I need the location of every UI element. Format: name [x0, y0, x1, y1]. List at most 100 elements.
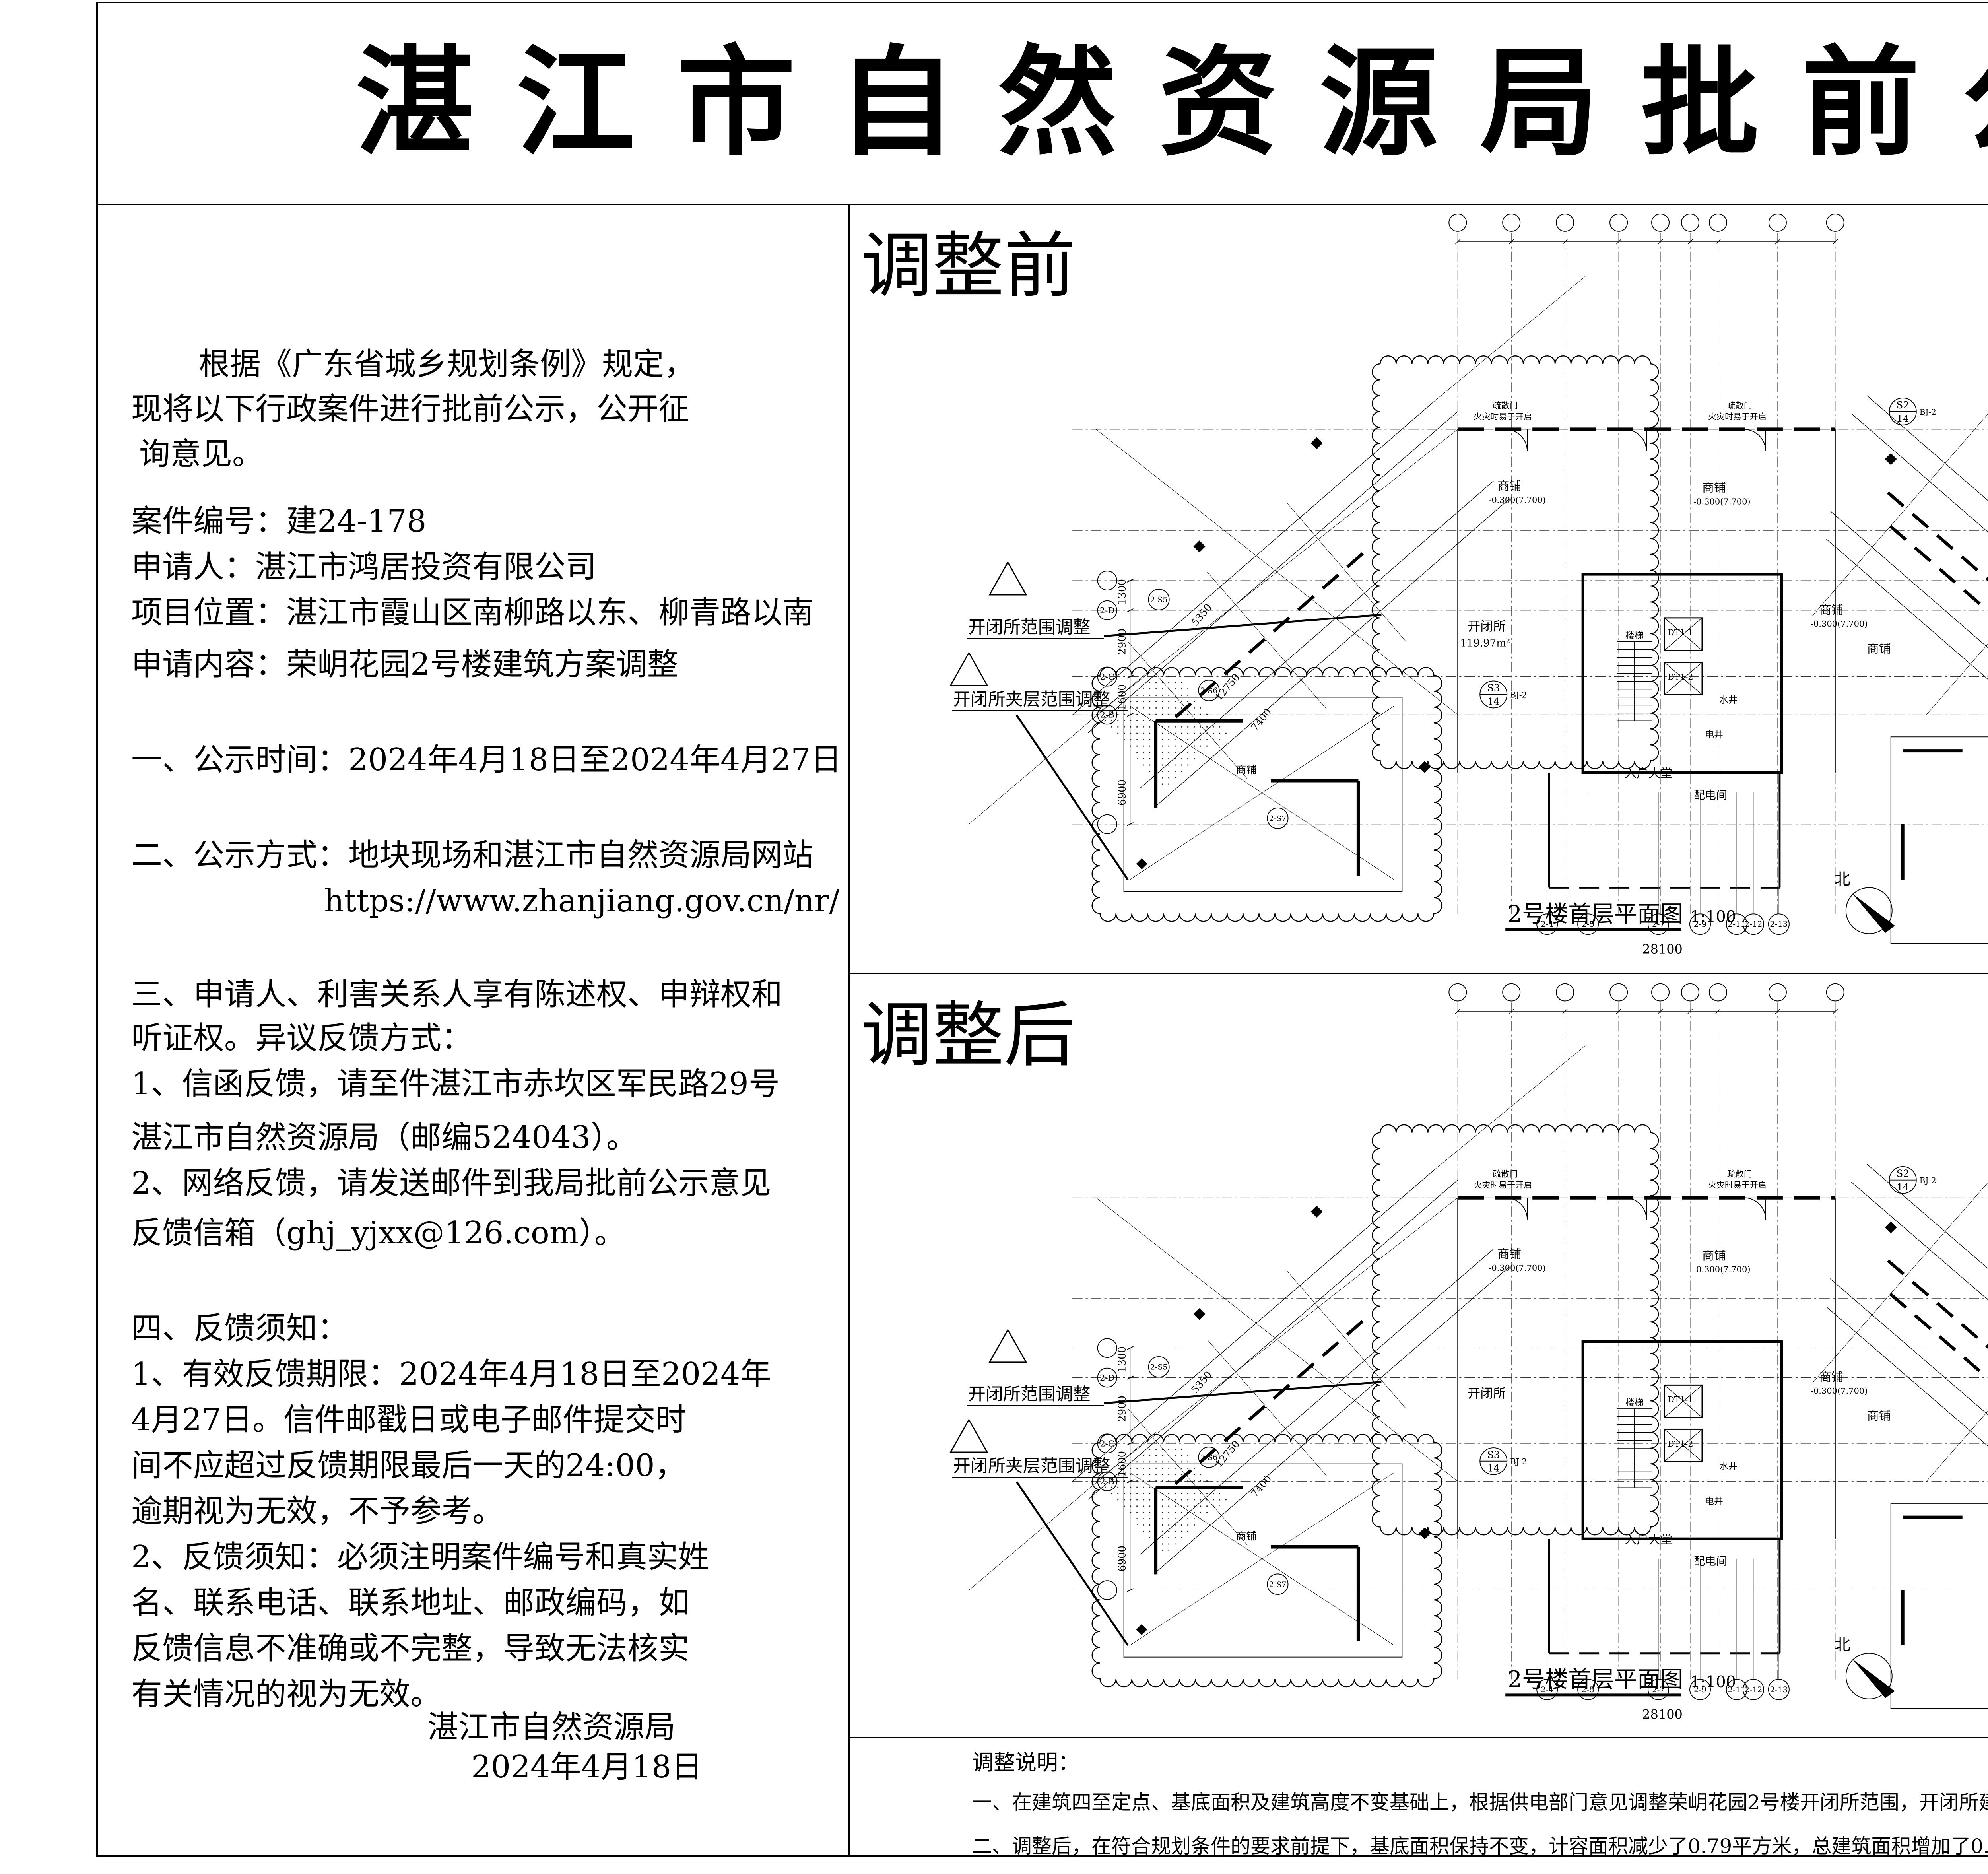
- svg-text:7400: 7400: [1248, 706, 1274, 733]
- svg-text:商铺: 商铺: [1702, 1249, 1726, 1263]
- svg-text:5350: 5350: [1189, 602, 1214, 628]
- svg-text:-0.300(7.700): -0.300(7.700): [1811, 1386, 1868, 1396]
- title-divider-line: [96, 204, 1988, 205]
- svg-text:2-4: 2-4: [1541, 1685, 1553, 1694]
- svg-text:2-C: 2-C: [1100, 1439, 1114, 1449]
- svg-text:S3: S3: [1487, 682, 1500, 693]
- svg-text:2-13: 2-13: [1770, 919, 1788, 929]
- svg-text:商铺: 商铺: [1819, 1371, 1843, 1385]
- svg-text:2-S5: 2-S5: [1150, 596, 1168, 604]
- notes-line: 二、调整后，在符合规划条件的要求前提下，基底面积保持不变，计容面积减少了0.79…: [972, 1835, 1988, 1858]
- svg-text:2号楼首层平面图: 2号楼首层平面图: [1507, 900, 1683, 927]
- notice-text-line: 反馈信箱（ghj_yjxx@126.com）。: [131, 1215, 625, 1251]
- svg-text:开闭所范围调整: 开闭所范围调整: [968, 617, 1091, 637]
- svg-text:疏散门: 疏散门: [1493, 1169, 1518, 1179]
- svg-text:火灾时易于开启: 火灾时易于开启: [1474, 1181, 1532, 1190]
- page-title: 湛江市自然资源局批前公示: [355, 33, 1988, 172]
- svg-text:2-11: 2-11: [1728, 919, 1745, 929]
- svg-text:开闭所夹层范围调整: 开闭所夹层范围调整: [953, 1456, 1110, 1476]
- svg-text:28100: 28100: [1642, 1707, 1683, 1722]
- notice-text-line: https://www.zhanjiang.gov.cn/nr/: [324, 883, 840, 919]
- notice-text-line: 案件编号：建24-178: [131, 503, 427, 539]
- notice-text-line: 1、信函反馈，请至件湛江市赤坎区军民路29号: [131, 1066, 780, 1102]
- notice-text-line: 四、反馈须知：: [131, 1311, 349, 1346]
- svg-text:2-7: 2-7: [1652, 919, 1665, 929]
- svg-text:2-11: 2-11: [1728, 1685, 1745, 1694]
- svg-text:14: 14: [1897, 1182, 1909, 1193]
- svg-text:北: 北: [1835, 1636, 1850, 1654]
- svg-text:2-12: 2-12: [1744, 1685, 1762, 1694]
- svg-text:配电间: 配电间: [1694, 1555, 1727, 1568]
- svg-text:S2: S2: [1897, 400, 1909, 411]
- sheet-border: [96, 2, 1988, 1857]
- notes-divider-line: [850, 1737, 1988, 1738]
- notice-text-line: 逾期视为无效，不予参考。: [131, 1493, 504, 1529]
- notice-text-line: 一、公示时间：2024年4月18日至2024年4月27日: [131, 742, 842, 778]
- svg-text:DT1-2: DT1-2: [1668, 1439, 1693, 1449]
- svg-text:2-C: 2-C: [1100, 672, 1114, 682]
- svg-text:2900: 2900: [1116, 629, 1128, 655]
- svg-text:S2: S2: [1897, 1168, 1909, 1179]
- notice-text-line: 二、公示方式：地块现场和湛江市自然资源局网站: [131, 837, 814, 873]
- svg-text:1300: 1300: [1116, 579, 1128, 605]
- panels-divider-line: [850, 973, 1988, 974]
- svg-text:疏散门: 疏散门: [1727, 401, 1752, 410]
- svg-text:2900: 2900: [1116, 1396, 1128, 1422]
- svg-text:BJ-2: BJ-2: [1510, 690, 1527, 699]
- svg-text:DT1-1: DT1-1: [1668, 628, 1693, 637]
- svg-text:DT1-1: DT1-1: [1668, 1395, 1693, 1404]
- svg-text:-0.300(7.700): -0.300(7.700): [1489, 1263, 1546, 1273]
- svg-text:2-S7: 2-S7: [1269, 1580, 1287, 1589]
- svg-text:火灾时易于开启: 火灾时易于开启: [1708, 1181, 1767, 1190]
- svg-text:2-D: 2-D: [1100, 606, 1114, 615]
- notice-text-line: 反馈信息不准确或不完整，导致无法核实: [131, 1631, 690, 1666]
- svg-text:入户大堂: 入户大堂: [1625, 767, 1672, 781]
- svg-text:-0.300(7.700): -0.300(7.700): [1811, 619, 1868, 629]
- svg-text:28100: 28100: [1642, 942, 1683, 957]
- svg-text:1:100: 1:100: [1690, 907, 1736, 926]
- svg-text:119.97m²: 119.97m²: [1460, 637, 1510, 649]
- svg-text:商铺: 商铺: [1236, 764, 1257, 776]
- notice-text-line: 根据《广东省城乡规划条例》规定，: [199, 346, 695, 382]
- svg-text:楼梯: 楼梯: [1625, 631, 1644, 641]
- notice-text-line: 2、反馈须知：必须注明案件编号和真实姓: [131, 1539, 709, 1575]
- svg-text:2-13: 2-13: [1770, 1685, 1788, 1694]
- notice-text-line: 4月27日。信件邮戳日或电子邮件提交时: [131, 1402, 687, 1438]
- svg-text:水井: 水井: [1719, 1462, 1738, 1472]
- notice-text-line: 现将以下行政案件进行批前公示，公开征: [131, 391, 690, 427]
- svg-text:2号楼首层平面图: 2号楼首层平面图: [1507, 1666, 1683, 1693]
- svg-text:DT1-2: DT1-2: [1668, 672, 1693, 682]
- notice-text-line: 询意见。: [139, 436, 264, 472]
- svg-text:14: 14: [1897, 413, 1909, 424]
- notice-text-line: 间不应超过反馈期限最后一天的24:00，: [131, 1448, 686, 1484]
- svg-text:14: 14: [1487, 696, 1500, 707]
- svg-text:1300: 1300: [1116, 1346, 1128, 1373]
- svg-text:调整后: 调整后: [861, 994, 1076, 1077]
- notice-text-line: 听证权。异议反馈方式：: [131, 1020, 473, 1056]
- notes-lines: 一、在建筑四至定点、基底面积及建筑高度不变基础上，根据供电部门意见调整荣岄花园2…: [972, 1787, 1988, 1859]
- svg-text:电井: 电井: [1705, 730, 1723, 740]
- svg-text:商铺: 商铺: [1497, 1247, 1521, 1261]
- svg-text:2-7: 2-7: [1652, 1685, 1665, 1694]
- svg-text:开闭所: 开闭所: [1468, 1386, 1506, 1401]
- svg-text:6900: 6900: [1116, 1546, 1128, 1572]
- notice-text-line: 申请内容：荣岄花园2号楼建筑方案调整: [131, 647, 678, 682]
- svg-text:配电间: 配电间: [1694, 788, 1727, 802]
- svg-text:2-5: 2-5: [1582, 1685, 1594, 1694]
- svg-text:2-4: 2-4: [1541, 919, 1553, 929]
- svg-text:-0.300(7.700): -0.300(7.700): [1693, 1265, 1751, 1274]
- svg-text:7400: 7400: [1248, 1473, 1274, 1499]
- notice-text-line: 有关情况的视为无效。: [131, 1676, 442, 1712]
- svg-text:2-S5: 2-S5: [1150, 1363, 1168, 1371]
- notice-text-line: 申请人：湛江市鸿居投资有限公司: [131, 549, 597, 585]
- svg-text:2-D: 2-D: [1100, 1373, 1114, 1383]
- notice-text-panel: 根据《广东省城乡规划条例》规定， 现将以下行政案件进行批前公示，公开征询意见。案件…: [131, 342, 843, 1790]
- svg-text:BJ-2: BJ-2: [1920, 1176, 1936, 1185]
- notes-line: 一、在建筑四至定点、基底面积及建筑高度不变基础上，根据供电部门意见调整荣岄花园2…: [972, 1791, 1988, 1814]
- svg-text:火灾时易于开启: 火灾时易于开启: [1474, 412, 1532, 421]
- svg-text:5350: 5350: [1189, 1369, 1214, 1396]
- notice-text-line: 2、网络反馈，请发送邮件到我局批前公示意见: [131, 1165, 771, 1201]
- svg-text:开闭所: 开闭所: [1468, 619, 1506, 634]
- vertical-divider-line: [848, 204, 850, 1857]
